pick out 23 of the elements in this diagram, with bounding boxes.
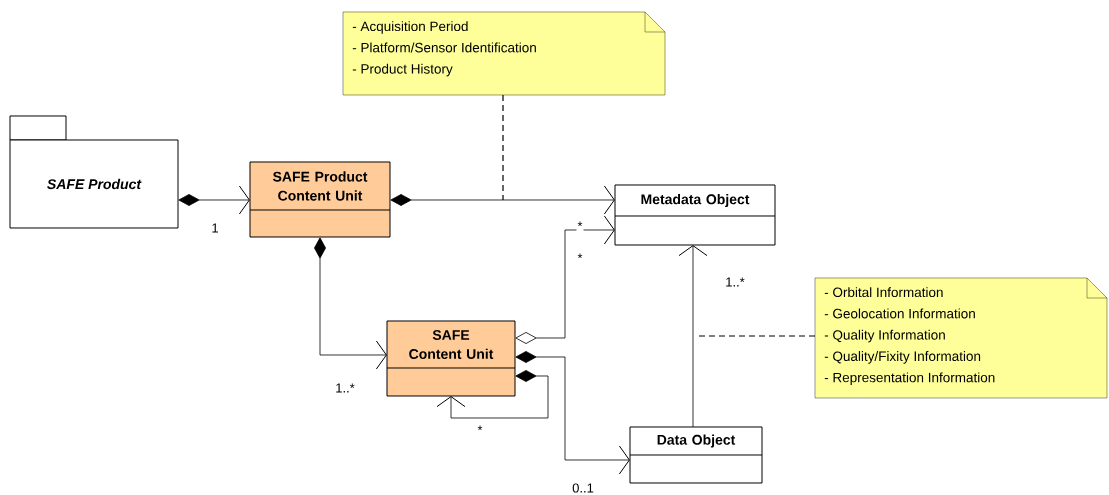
class-box: Data Object: [629, 426, 763, 484]
multiplicity-label: *: [576, 220, 584, 232]
class-box: Metadata Object: [614, 184, 776, 246]
multiplicity-label: 1..*: [334, 382, 356, 394]
association-arrow: [515, 351, 630, 475]
association-arrow: [314, 237, 387, 370]
multiplicity-label: 0..1: [571, 482, 595, 494]
association-arrow: [178, 185, 250, 215]
multiplicity-label: *: [577, 253, 583, 259]
note-box: - Orbital Information - Geolocation Information - Quality Information - Quality/Fixity Information - Representation Information: [814, 277, 1108, 399]
association-arrow: [390, 185, 615, 215]
note-box: - Acquisition Period - Platform/Sensor Identification - Product History: [342, 11, 666, 96]
class-box: SAFE Product Content Unit: [249, 161, 391, 238]
multiplicity-label: 1: [210, 222, 220, 234]
association-arrow: [515, 215, 615, 344]
leader-line: [502, 94, 504, 201]
leader-line: [696, 335, 816, 337]
multiplicity-label: 1..*: [724, 276, 746, 288]
class-box: SAFE Content Unit: [386, 320, 516, 397]
association-arrow: [678, 245, 708, 428]
association-arrow: [436, 370, 549, 419]
multiplicity-label: *: [476, 424, 484, 436]
package-box: SAFE Product: [9, 115, 179, 229]
